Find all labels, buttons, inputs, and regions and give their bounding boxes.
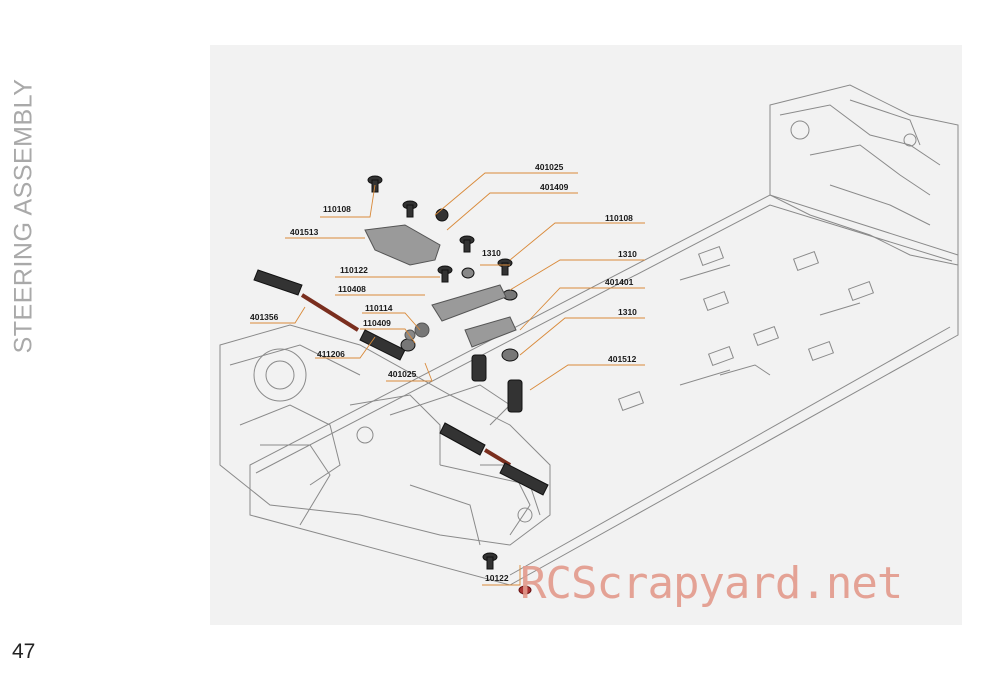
part-label: 1310 (482, 248, 501, 258)
part-label: 401512 (608, 354, 637, 364)
part-label: 10122 (485, 573, 509, 583)
part-label: 401409 (540, 182, 569, 192)
part-label: 401025 (535, 162, 564, 172)
part-label: 401401 (605, 277, 634, 287)
side-title-text: STEERING ASSEMBLY (9, 78, 38, 354)
side-title: STEERING ASSEMBLY (4, 36, 44, 396)
part-label: 110409 (363, 318, 391, 328)
part-label: 110122 (340, 265, 368, 275)
part-label: 1310 (618, 307, 637, 317)
part-label: 1310 (618, 249, 637, 259)
part-label: 401513 (290, 227, 319, 237)
part-label: 110114 (365, 303, 393, 313)
part-label: 401025 (388, 369, 417, 379)
part-label: 110108 (605, 213, 633, 223)
part-label: 411206 (317, 349, 345, 359)
watermark-text: RCScrapyard.net (520, 558, 903, 609)
part-label: 110108 (323, 204, 351, 214)
diagram-drawing (219, 84, 959, 595)
page-number: 47 (12, 640, 36, 663)
part-label: 401356 (250, 312, 279, 322)
exploded-diagram: 401025 401409 110108 401513 110108 1310 … (210, 45, 962, 625)
part-label: 110408 (338, 284, 366, 294)
